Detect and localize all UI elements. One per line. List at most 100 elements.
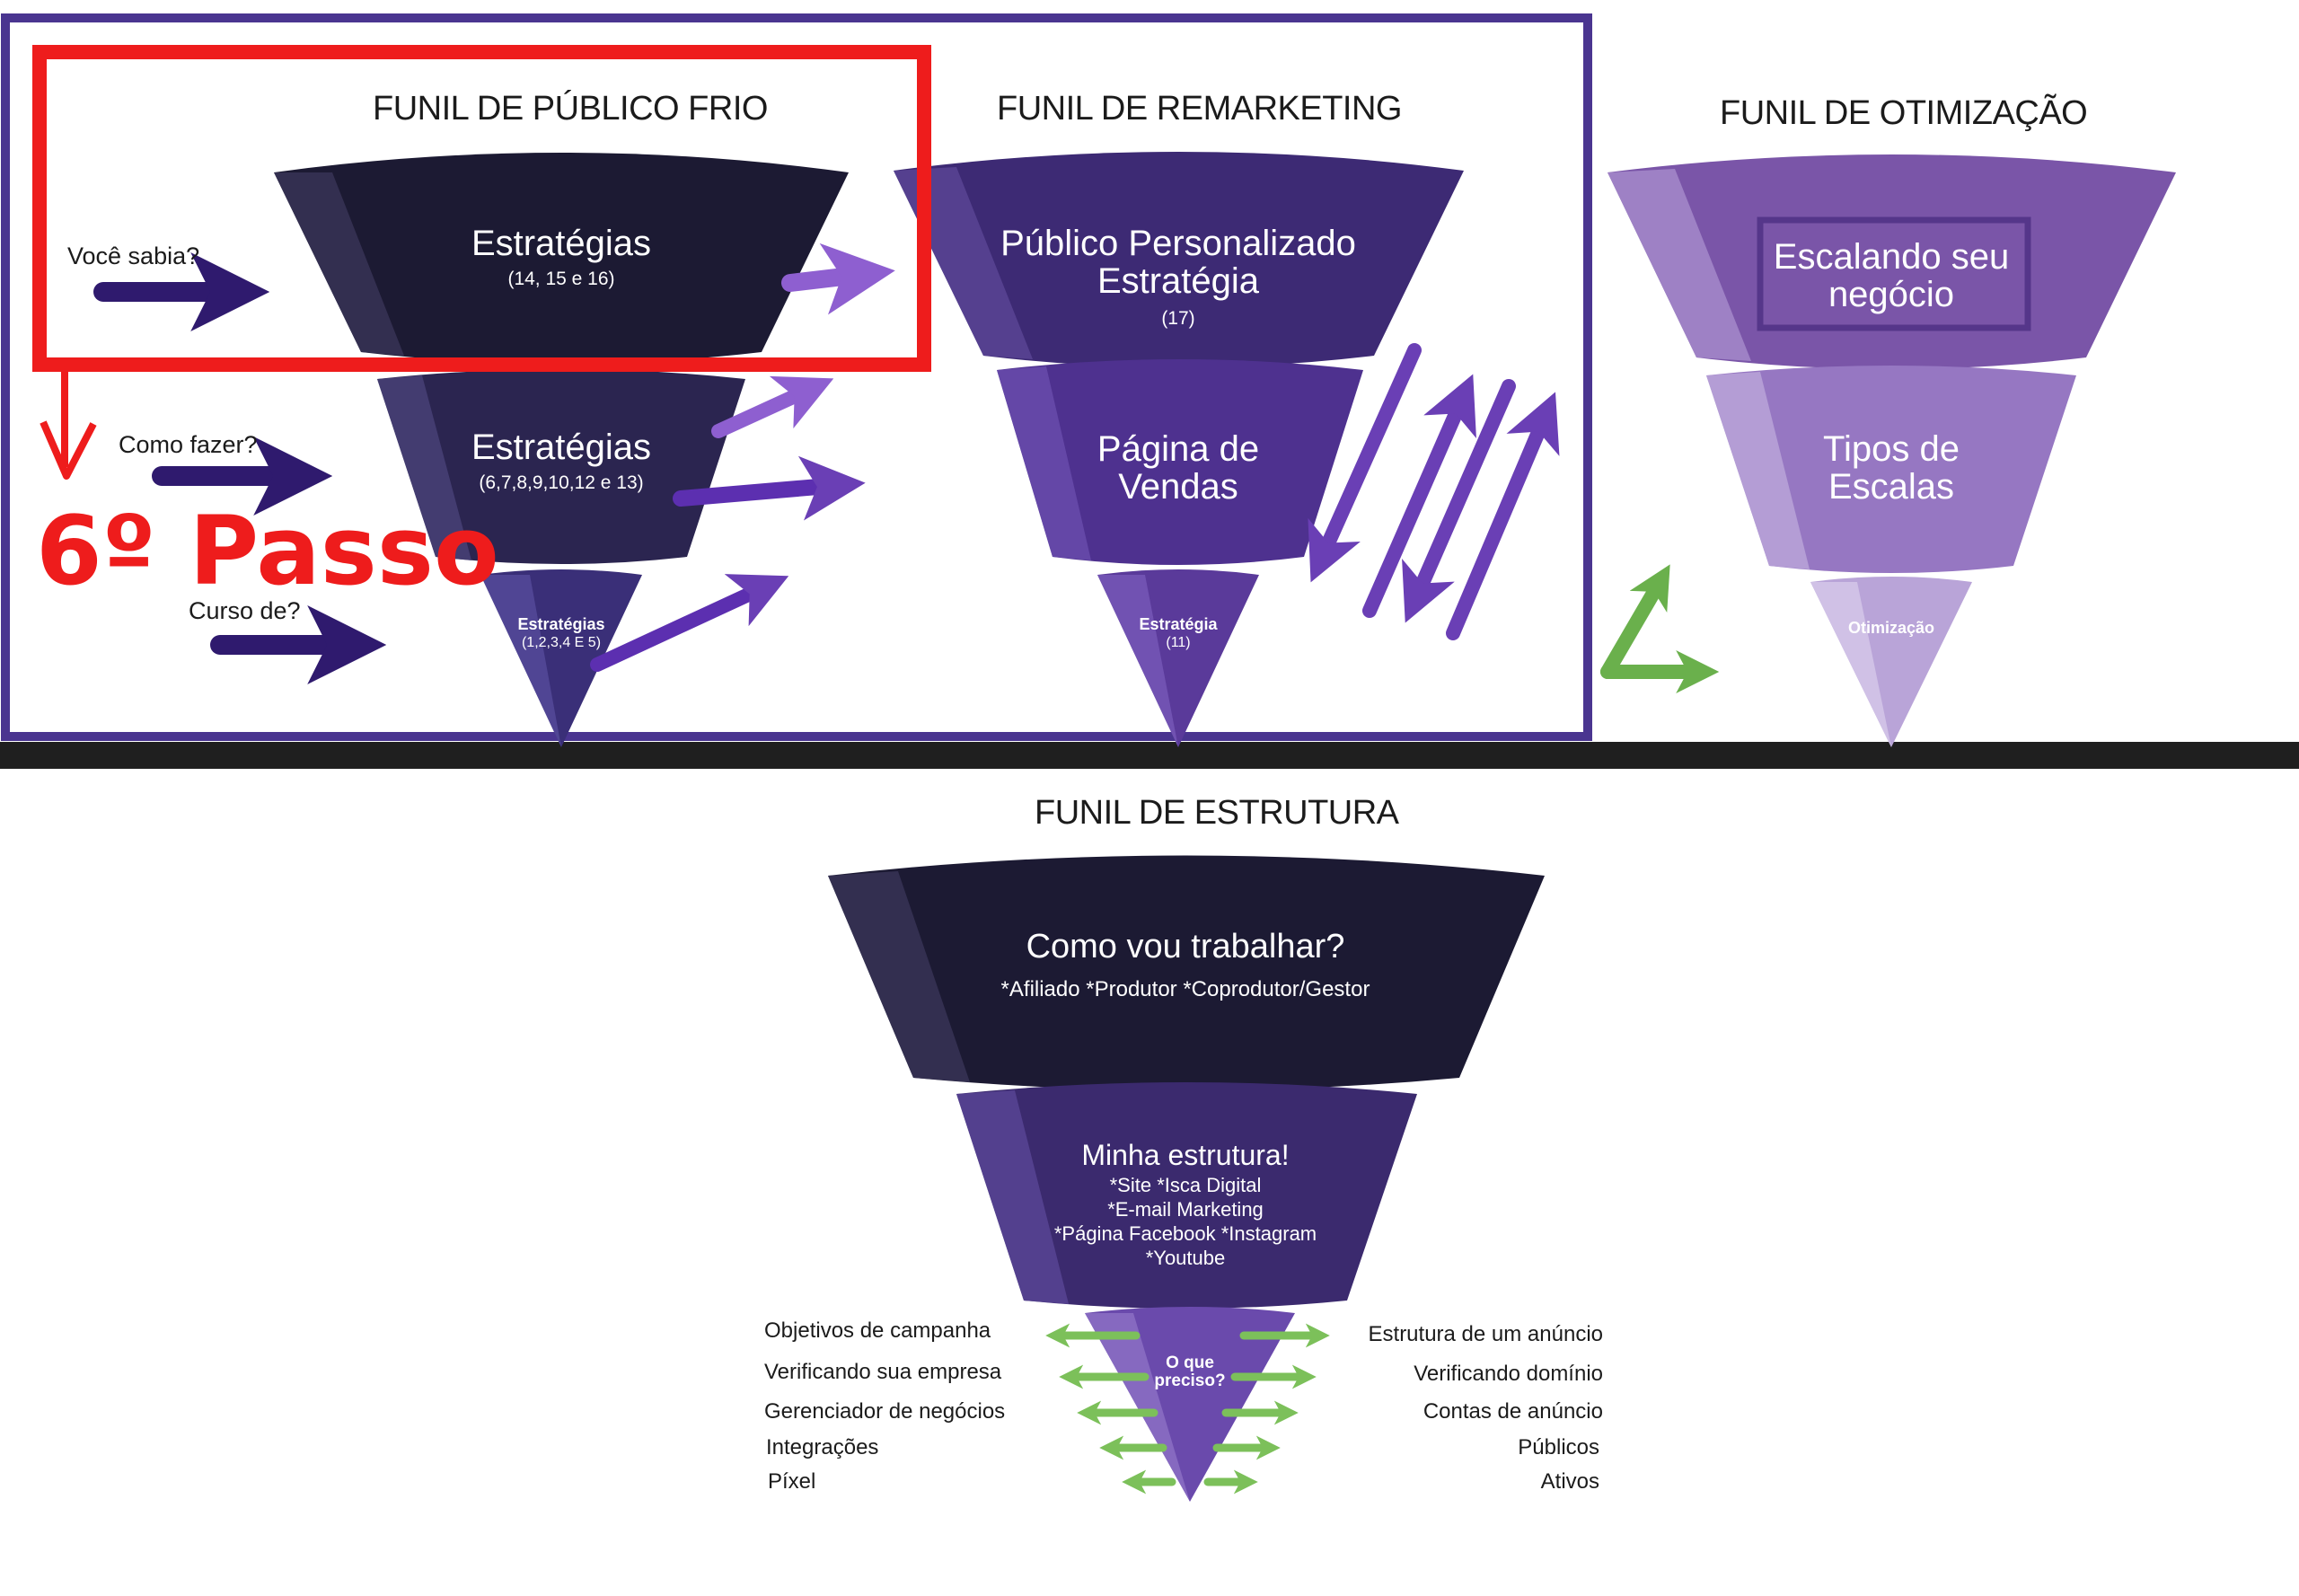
list-item-left: Integrações [766, 1435, 879, 1459]
remarketing-top-line1: Público Personalizado [1000, 224, 1356, 263]
arrow-icon [673, 455, 866, 521]
frio-tip-text: Estratégias (1,2,3,4 E 5) [489, 616, 633, 651]
estrutura-top-highlight [828, 871, 970, 1082]
list-item-right: Verificando domínio [1414, 1362, 1603, 1386]
step-annotation [32, 45, 931, 480]
step-label: 6º Passo [36, 496, 499, 606]
frio-mid-text: Estratégias (6,7,8,9,10,12 e 13) [427, 428, 696, 493]
arrow-icon [711, 375, 834, 438]
frio-top-text: Estratégias (14, 15 e 16) [382, 225, 741, 289]
estrutura-tip-line1: O que [1166, 1354, 1214, 1372]
estrutura-mid-segment [956, 1082, 1417, 1309]
remarketing-mid-line2: Vendas [1118, 467, 1238, 507]
side-label-curso-de: Curso de? [189, 597, 301, 624]
side-label-como-fazer: Como fazer? [119, 431, 258, 458]
frio-top-sub: (14, 15 e 16) [507, 269, 615, 289]
arrow-icon [590, 574, 789, 672]
remarketing-top-segment [894, 152, 1464, 367]
estrutura-mid-line: *Youtube [1145, 1246, 1226, 1269]
remarketing-top-sub: (17) [1161, 308, 1195, 329]
remarketing-top-line2: Estratégia [1097, 261, 1260, 301]
estrutura-top-sub: *Afiliado *Produtor *Coprodutor/Gestor [1000, 976, 1370, 1001]
arrow-icon [781, 242, 895, 315]
remarketing-loop-arrows [1308, 343, 1560, 640]
list-item-right: Públicos [1518, 1435, 1599, 1459]
frio-mid-label: Estratégias [471, 428, 652, 467]
frio-top-segment [274, 153, 849, 364]
arrow-icon [1402, 379, 1516, 623]
funnel-estrutura [828, 855, 1545, 1502]
estrutura-mid-highlight [956, 1090, 1069, 1304]
estrutura-tip-highlight [1085, 1313, 1190, 1502]
remarketing-tip-label: Estratégia [1139, 615, 1218, 633]
estrutura-tip-text: O que preciso? [1136, 1354, 1244, 1390]
frio-mid-segment [377, 369, 745, 564]
arrow-icon [1308, 343, 1422, 583]
frio-top-highlight [274, 172, 404, 356]
otimizacao-tip-highlight [1810, 582, 1891, 747]
remarketing-tip-text: Estratégia (11) [1106, 616, 1250, 651]
cold-to-remarketing-arrows [590, 242, 895, 672]
estrutura-green-arrows [1045, 1323, 1330, 1495]
remarketing-mid-segment [997, 359, 1363, 565]
list-item-right: Estrutura de um anúncio [1368, 1322, 1603, 1346]
frio-tip-label: Estratégias [517, 615, 605, 633]
remarketing-tip-sub: (11) [1166, 634, 1191, 650]
green-cycle-arrow [1600, 564, 1720, 693]
highlight-box [32, 45, 931, 372]
estrutura-mid-line: *Site *Isca Digital [1109, 1173, 1262, 1196]
otimizacao-title: FUNIL DE OTIMIZAÇÃO [1720, 94, 2088, 132]
otimizacao-top-highlight [1608, 169, 1751, 361]
list-item-left: Gerenciador de negócios [764, 1399, 1006, 1424]
remarketing-tip-highlight [1097, 575, 1178, 747]
side-label-voce-sabia: Você sabia? [67, 242, 200, 269]
frio-mid-highlight [377, 375, 471, 560]
estrutura-title: FUNIL DE ESTRUTURA [1035, 794, 1399, 832]
otimizacao-mid-text: Tipos de Escalas [1757, 430, 2026, 506]
otimizacao-highlight-box [1757, 216, 2031, 331]
otimizacao-top-segment [1608, 154, 2176, 369]
remarketing-mid-highlight [997, 366, 1091, 560]
list-item-left: Objetivos de campanha [764, 1318, 991, 1343]
otimizacao-top-text: Escalando seu negócio [1757, 238, 2026, 313]
remarketing-mid-text: Página de Vendas [1044, 430, 1313, 506]
list-item-left: Píxel [768, 1469, 816, 1494]
otimizacao-tip-text: Otimização [1819, 620, 1963, 637]
estrutura-top-text: Como vou trabalhar? *Afiliado *Produtor … [961, 928, 1410, 1001]
annotation-arrow-head [40, 420, 97, 480]
remarketing-title: FUNIL DE REMARKETING [997, 90, 1402, 128]
estrutura-mid-line: *Página Facebook *Instagram [1053, 1221, 1317, 1245]
funnel-publico-frio [274, 153, 849, 747]
estrutura-mid-line: *E-mail Marketing [1107, 1197, 1264, 1221]
frio-title: FUNIL DE PÚBLICO FRIO [373, 90, 768, 128]
frio-tip-sub: (1,2,3,4 E 5) [521, 634, 602, 650]
estrutura-top-label: Como vou trabalhar? [1026, 928, 1345, 966]
group-frame [1, 13, 1592, 741]
otimizacao-mid-highlight [1706, 372, 1810, 569]
estrutura-mid-text: Minha estrutura! *Site *Isca Digital *E-… [1006, 1139, 1365, 1269]
list-item-left: Verificando sua empresa [764, 1360, 1002, 1384]
otimizacao-mid-line2: Escalas [1828, 467, 1955, 507]
cold-side-arrows [93, 252, 387, 684]
funnel-otimizacao [1608, 154, 2176, 747]
arrow-icon [1362, 374, 1476, 618]
otimizacao-top-line1: Escalando seu [1773, 237, 2010, 277]
estrutura-top-segment [828, 855, 1545, 1090]
frio-mid-sub: (6,7,8,9,10,12 e 13) [479, 472, 644, 493]
section-divider [0, 742, 2299, 769]
arrow-icon [1600, 564, 1670, 679]
list-item-right: Contas de anúncio [1423, 1399, 1603, 1424]
otimizacao-mid-segment [1706, 366, 2076, 573]
estrutura-tip-line2: preciso? [1154, 1371, 1226, 1390]
list-item-right: Ativos [1540, 1469, 1599, 1494]
remarketing-top-text: Público Personalizado Estratégia (17) [954, 225, 1403, 329]
frio-tip-highlight [480, 575, 561, 747]
arrow-icon [1446, 392, 1560, 640]
frio-top-label: Estratégias [471, 224, 652, 263]
remarketing-mid-line1: Página de [1097, 429, 1260, 469]
otimizacao-tip-label: Otimização [1847, 619, 1935, 637]
otimizacao-top-line2: negócio [1828, 275, 1955, 314]
otimizacao-mid-line1: Tipos de [1823, 429, 1960, 469]
estrutura-mid-label: Minha estrutura! [1081, 1139, 1290, 1171]
